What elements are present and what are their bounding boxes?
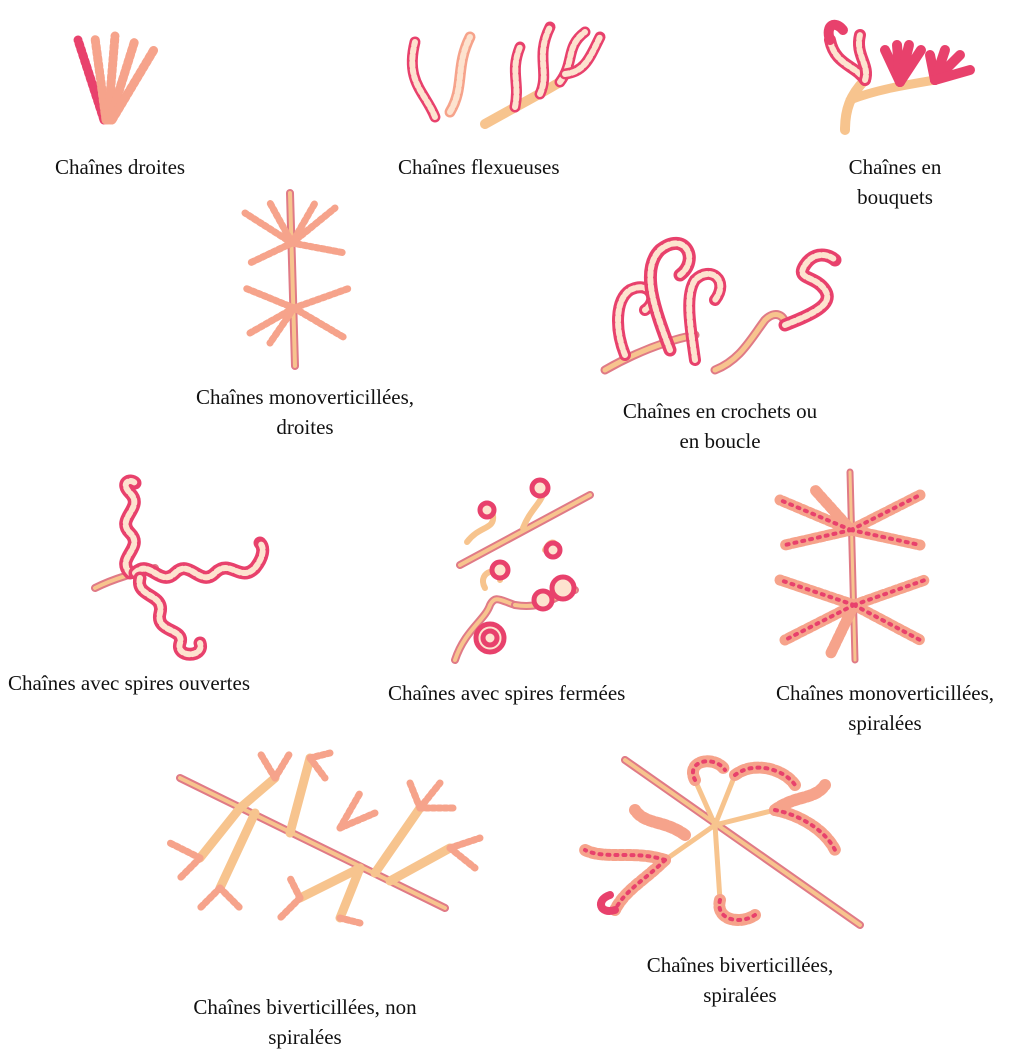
caption-spires-fermees: Chaînes avec spires fermées bbox=[388, 678, 688, 708]
caption-biverticillees-spiralees: Chaînes biverticillées, spiralées bbox=[600, 950, 880, 1010]
caption-chaines-flexueuses: Chaînes flexueuses bbox=[398, 152, 618, 182]
biverticillate-spiral-illustration bbox=[565, 740, 870, 935]
caption-crochets-boucle: Chaînes en crochets ou en boucle bbox=[590, 396, 850, 456]
caption-chaines-droites: Chaînes droites bbox=[55, 152, 235, 182]
panel-spires-ouvertes bbox=[75, 478, 270, 663]
caption-spires-ouvertes: Chaînes avec spires ouvertes bbox=[8, 668, 328, 698]
caption-monoverticillees-spiralees: Chaînes monoverticillées, spiralées bbox=[740, 678, 1030, 738]
panel-chaines-droites bbox=[60, 20, 170, 135]
panel-biverticillees-non-spiralees bbox=[160, 748, 490, 923]
closed-spiral-chains-illustration bbox=[445, 470, 610, 665]
caption-biverticillees-non-spiralees: Chaînes biverticillées, non spiralées bbox=[150, 992, 460, 1052]
open-spiral-chains-illustration bbox=[75, 478, 270, 663]
caption-chaines-bouquets: Chaînes en bouquets bbox=[820, 152, 970, 212]
straight-chains-illustration bbox=[60, 20, 170, 135]
panel-chaines-flexueuses bbox=[395, 12, 610, 132]
panel-monoverticillees-droites bbox=[235, 188, 365, 368]
monoverticillate-spiral-illustration bbox=[770, 470, 935, 665]
monoverticillate-straight-illustration bbox=[235, 188, 365, 368]
panel-crochets-boucle bbox=[600, 230, 845, 380]
panel-chaines-bouquets bbox=[805, 10, 980, 135]
panel-biverticillees-spiralees bbox=[565, 740, 870, 935]
bouquet-chains-illustration bbox=[805, 10, 980, 135]
panel-spires-fermees bbox=[445, 470, 610, 665]
biverticillate-non-spiral-illustration bbox=[160, 748, 490, 923]
flexuous-chains-illustration bbox=[395, 12, 610, 132]
hook-loop-chains-illustration bbox=[600, 230, 845, 380]
panel-monoverticillees-spiralees bbox=[770, 470, 935, 665]
caption-monoverticillees-droites: Chaînes monoverticillées, droites bbox=[155, 382, 455, 442]
